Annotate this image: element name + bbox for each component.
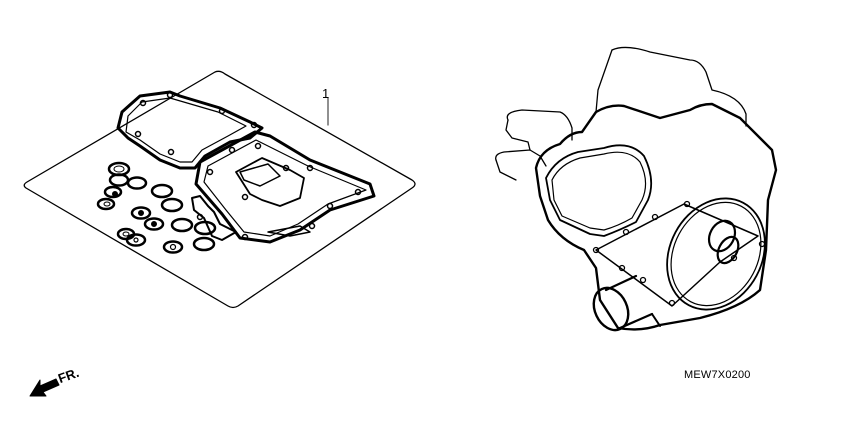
o-rings (96, 161, 217, 254)
front-direction-arrow-icon (29, 378, 60, 397)
drawing-code: MEW7X0200 (684, 369, 751, 381)
engine-assembly (495, 46, 778, 332)
gasket-kit-sheet (23, 70, 416, 309)
callout-label-1: 1 (322, 86, 330, 101)
